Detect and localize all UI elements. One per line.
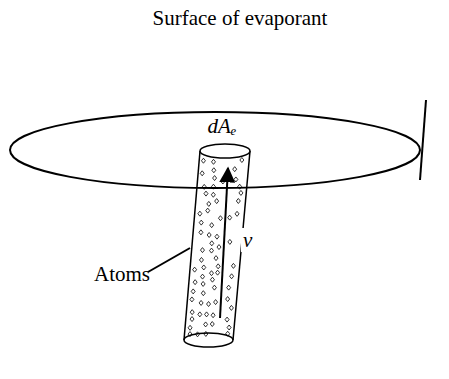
atom bbox=[213, 176, 217, 181]
atom bbox=[236, 198, 240, 203]
atoms-label: Atoms bbox=[94, 262, 150, 286]
atom bbox=[231, 263, 235, 268]
atom bbox=[193, 280, 197, 285]
atom bbox=[211, 184, 215, 189]
atom bbox=[229, 305, 233, 310]
atom bbox=[211, 192, 215, 197]
atom bbox=[214, 256, 218, 261]
evaporant-surface bbox=[10, 112, 420, 188]
atom bbox=[193, 267, 197, 272]
atom bbox=[221, 179, 225, 184]
atom bbox=[233, 167, 237, 172]
atom bbox=[217, 245, 221, 250]
area-label: dAₑ bbox=[208, 114, 237, 138]
atom bbox=[210, 322, 214, 327]
cylinder-side bbox=[184, 151, 200, 340]
atom bbox=[188, 332, 192, 337]
atom bbox=[212, 285, 216, 290]
atom bbox=[200, 248, 204, 253]
atom bbox=[211, 313, 215, 318]
atom bbox=[206, 208, 210, 213]
atom bbox=[190, 317, 194, 322]
leader-line bbox=[420, 100, 426, 180]
atom bbox=[190, 310, 194, 315]
atom bbox=[207, 302, 211, 307]
atoms bbox=[188, 158, 244, 337]
atom bbox=[234, 177, 238, 182]
atom bbox=[238, 184, 242, 189]
atom bbox=[216, 270, 220, 275]
leader-line bbox=[148, 248, 190, 272]
atom bbox=[228, 239, 232, 244]
atom bbox=[225, 317, 229, 322]
atom bbox=[235, 211, 239, 216]
atom bbox=[214, 300, 218, 305]
atom bbox=[227, 325, 231, 330]
atom bbox=[218, 216, 222, 221]
atom bbox=[209, 271, 213, 276]
atom bbox=[204, 331, 208, 336]
velocity-arrow bbox=[220, 168, 228, 318]
atom bbox=[198, 312, 202, 317]
atom bbox=[199, 230, 203, 235]
atom bbox=[207, 232, 211, 237]
velocity-label: v bbox=[241, 228, 254, 252]
atom bbox=[210, 277, 214, 282]
atom bbox=[240, 158, 244, 163]
atom bbox=[200, 171, 204, 176]
atom bbox=[202, 184, 206, 189]
atom bbox=[228, 215, 232, 220]
atom bbox=[211, 159, 215, 164]
atom bbox=[201, 281, 205, 286]
atom bbox=[201, 158, 205, 163]
atom bbox=[205, 312, 209, 317]
atom bbox=[210, 241, 214, 246]
atom bbox=[226, 297, 230, 302]
atom bbox=[204, 191, 208, 196]
atom bbox=[230, 274, 234, 279]
atom bbox=[204, 322, 208, 327]
atom bbox=[215, 234, 219, 239]
atom bbox=[210, 223, 214, 228]
atom bbox=[216, 264, 220, 269]
atom bbox=[226, 331, 230, 336]
atom bbox=[198, 211, 202, 216]
atom bbox=[209, 248, 213, 253]
atom bbox=[199, 257, 203, 262]
atom bbox=[199, 300, 203, 305]
atom bbox=[191, 289, 195, 294]
atom bbox=[212, 168, 216, 173]
surface-label: Surface of evaporant bbox=[153, 6, 328, 30]
atom bbox=[199, 220, 203, 225]
atom bbox=[239, 190, 243, 195]
atom bbox=[190, 297, 194, 302]
atom bbox=[201, 274, 205, 279]
atom bbox=[188, 325, 192, 330]
atom bbox=[215, 199, 219, 204]
atom bbox=[207, 201, 211, 206]
atom bbox=[201, 291, 205, 296]
atom bbox=[196, 332, 200, 337]
cylinder-top bbox=[200, 144, 250, 158]
atom bbox=[202, 265, 206, 270]
atom bbox=[227, 285, 231, 290]
